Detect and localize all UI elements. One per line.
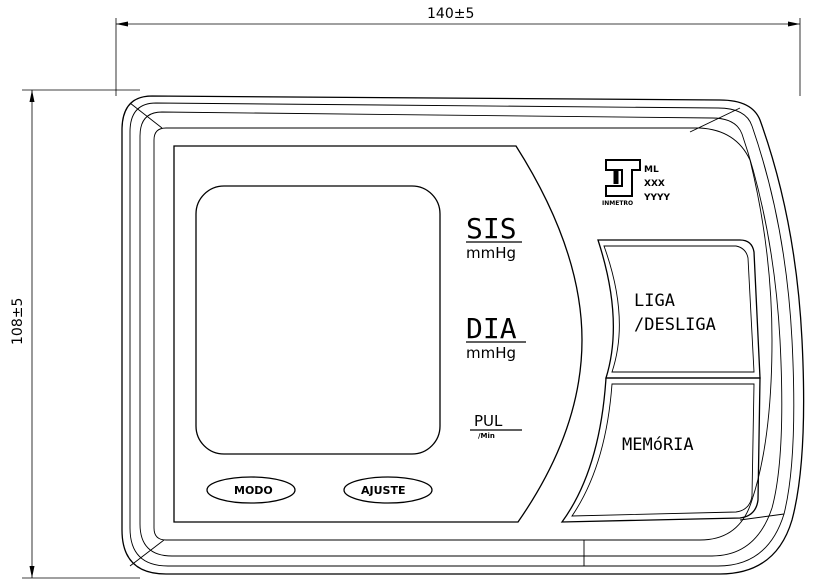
power-button-label-line2: /DESLIGA bbox=[634, 315, 716, 335]
mode-button[interactable]: MODO bbox=[206, 476, 296, 504]
pul-label: PUL bbox=[474, 412, 503, 430]
adjust-button-label: AJUSTE bbox=[361, 484, 405, 497]
cert-line-3: YYYY bbox=[643, 193, 671, 203]
dia-label: DIA bbox=[466, 312, 517, 345]
memory-button-label: MEMóRIA bbox=[622, 435, 694, 455]
adjust-button[interactable]: AJUSTE bbox=[343, 476, 433, 504]
dia-label-group: DIA mmHg bbox=[466, 312, 526, 362]
sis-label: SIS bbox=[466, 212, 517, 245]
dia-unit-label: mmHg bbox=[466, 344, 516, 362]
sis-label-group: SIS mmHg bbox=[466, 212, 522, 262]
cert-line-1: ML bbox=[644, 165, 659, 175]
power-button-label-line1: LIGA bbox=[634, 291, 675, 311]
width-label: 140±5 bbox=[427, 6, 474, 22]
inmetro-logo-icon bbox=[605, 159, 641, 197]
pul-label-group: PUL /Min bbox=[470, 412, 522, 440]
memory-button[interactable]: MEMóRIA bbox=[560, 377, 761, 523]
lcd-panel bbox=[173, 145, 583, 523]
inmetro-logo: INMETRO ML XXX YYYY bbox=[602, 159, 671, 207]
height-dimension: 108±5 bbox=[10, 89, 140, 579]
power-button[interactable]: LIGA /DESLIGA bbox=[597, 239, 761, 379]
height-label: 108±5 bbox=[10, 298, 26, 345]
inmetro-logo-text: INMETRO bbox=[602, 200, 633, 207]
device-housing bbox=[121, 95, 805, 575]
pul-unit-label: /Min bbox=[478, 432, 495, 440]
sis-unit-label: mmHg bbox=[466, 244, 516, 262]
width-dimension: 140±5 bbox=[115, 6, 801, 96]
cert-line-2: XXX bbox=[644, 179, 665, 189]
mode-button-label: MODO bbox=[234, 484, 273, 497]
lcd-screen bbox=[195, 185, 441, 455]
